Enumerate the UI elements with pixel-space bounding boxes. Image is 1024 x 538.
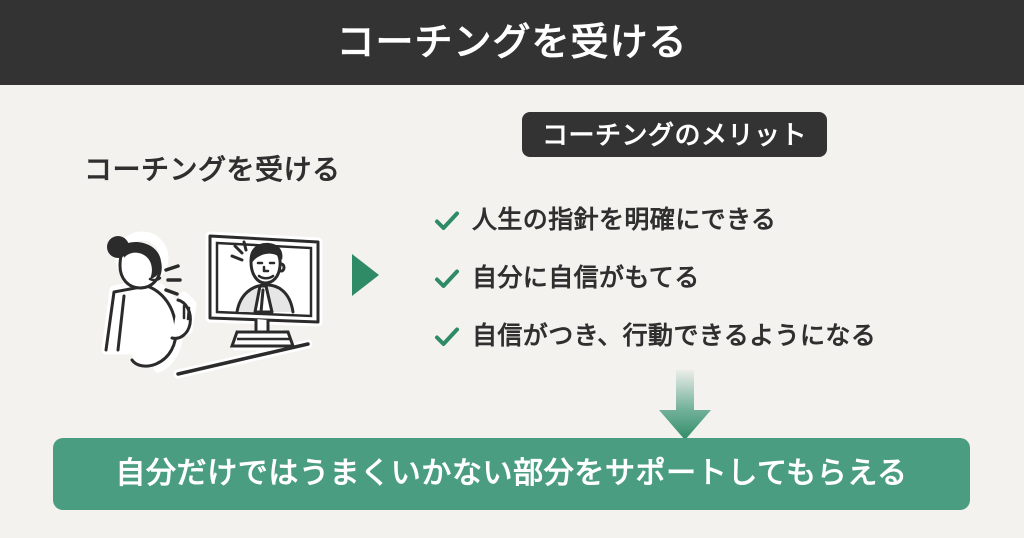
list-item: 自信がつき、行動できるようになる bbox=[434, 308, 954, 366]
merit-item-label: 人生の指針を明確にできる bbox=[472, 206, 777, 235]
online-coaching-illustration-svg bbox=[101, 231, 323, 379]
merit-item-label: 自信がつき、行動できるようになる bbox=[472, 322, 877, 351]
merit-badge: コーチングのメリット bbox=[522, 112, 828, 157]
header-bar: コーチングを受ける bbox=[0, 0, 1024, 85]
merit-list: 人生の指針を明確にできる 自分に自信がもてる 自信がつき、行動できるようになる bbox=[434, 192, 954, 366]
conclusion-banner-label: 自分だけではうまくいかない部分をサポートしてもらえる bbox=[115, 457, 908, 490]
page-title: コーチングを受ける bbox=[336, 21, 688, 64]
left-section-heading: コーチングを受ける bbox=[84, 154, 341, 185]
check-icon bbox=[434, 324, 460, 350]
arrow-down-icon bbox=[659, 370, 711, 440]
triangle-right-icon bbox=[352, 254, 379, 296]
list-item: 人生の指針を明確にできる bbox=[434, 192, 954, 250]
conclusion-banner: 自分だけではうまくいかない部分をサポートしてもらえる bbox=[53, 438, 970, 510]
check-icon bbox=[434, 208, 460, 234]
merit-item-label: 自分に自信がもてる bbox=[472, 264, 700, 293]
merit-badge-label: コーチングのメリット bbox=[542, 119, 808, 150]
check-icon bbox=[434, 266, 460, 292]
online-coaching-illustration bbox=[92, 222, 328, 380]
list-item: 自分に自信がもてる bbox=[434, 250, 954, 308]
